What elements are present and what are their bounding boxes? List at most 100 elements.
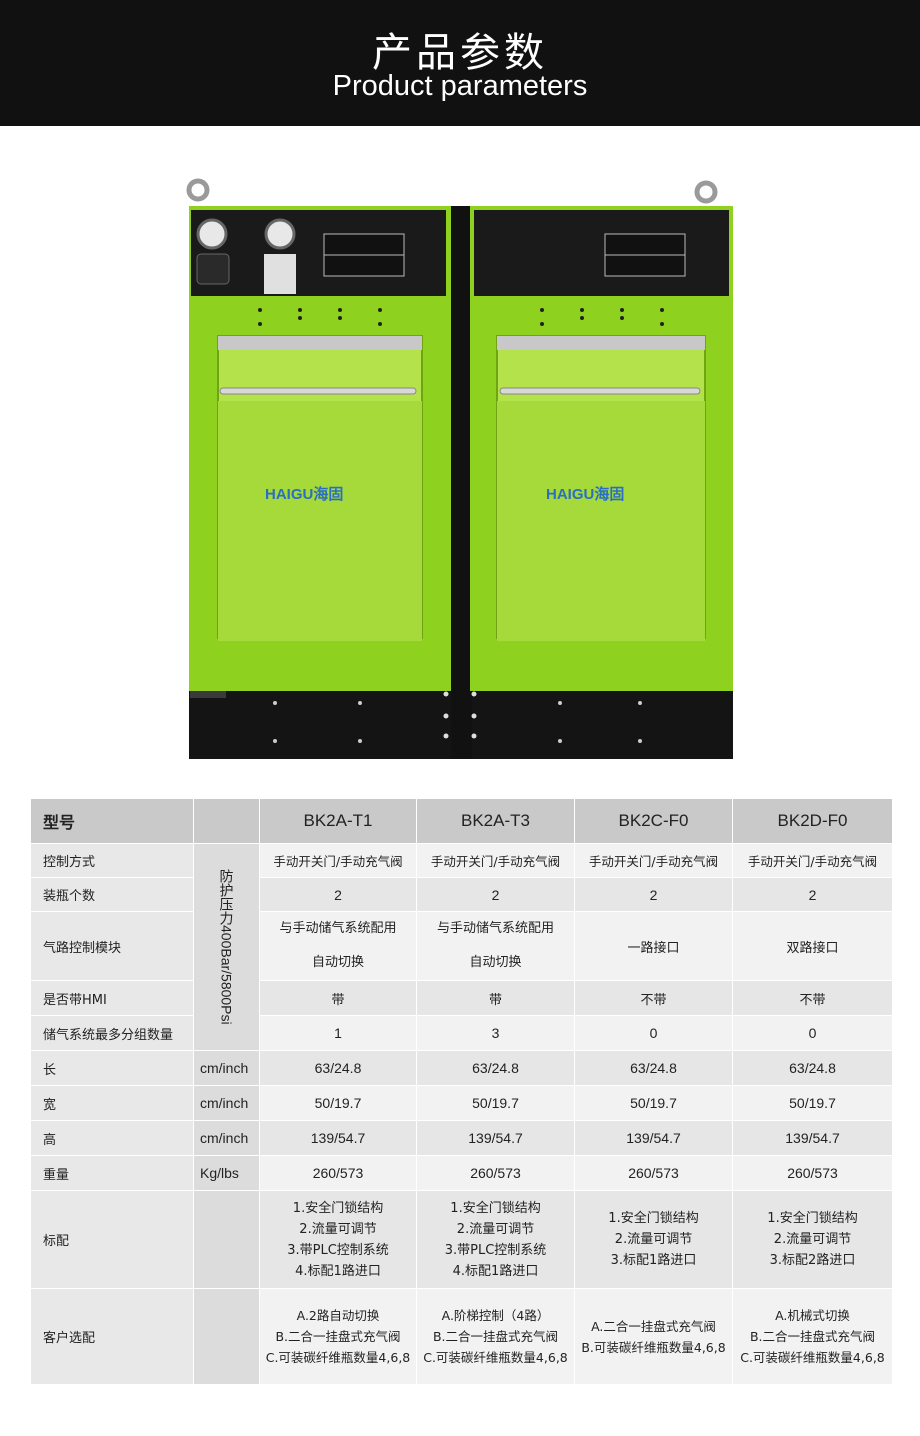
line: 3.标配2路进口 bbox=[769, 1253, 856, 1268]
cell: 1.安全门锁结构 2.流量可调节 3.带PLC控制系统 4.标配1路进口 bbox=[416, 1190, 575, 1289]
cell: 带 bbox=[259, 980, 417, 1016]
line: 3.标配1路进口 bbox=[610, 1253, 697, 1268]
unit: Kg/lbs bbox=[193, 1155, 260, 1191]
table-row: 是否带HMI 带 带 不带 不带 bbox=[30, 980, 893, 1016]
product-image: HAIGU海固 HAIGU海固 bbox=[0, 126, 920, 786]
lifting-ring-right bbox=[694, 180, 718, 204]
cell: A.2路自动切换 B.二合一挂盘式充气阀 C.可装碳纤维瓶数量4,6,8 bbox=[259, 1288, 417, 1385]
line: 2.流量可调节 bbox=[773, 1232, 852, 1247]
cell: 与手动储气系统配用自动切换 bbox=[416, 911, 575, 981]
cell: 2 bbox=[732, 877, 893, 912]
line: A.2路自动切换 bbox=[296, 1308, 380, 1323]
line: 2.流量可调节 bbox=[299, 1221, 377, 1237]
model-3: BK2C-F0 bbox=[574, 798, 733, 844]
cell: 139/54.7 bbox=[574, 1120, 733, 1156]
cell: 1.安全门锁结构 2.流量可调节 3.标配1路进口 bbox=[574, 1190, 733, 1289]
cell: 63/24.8 bbox=[732, 1050, 893, 1086]
cell: A.二合一挂盘式充气阀 B.可装碳纤维瓶数量4,6,8 bbox=[574, 1288, 733, 1385]
model-1: BK2A-T1 bbox=[259, 798, 417, 844]
table-row: 高 cm/inch 139/54.7 139/54.7 139/54.7 139… bbox=[30, 1120, 893, 1156]
line: 1.安全门锁结构 bbox=[292, 1200, 384, 1216]
line: C.可装碳纤维瓶数量4,6,8 bbox=[265, 1350, 411, 1365]
line: 1.安全门锁结构 bbox=[450, 1200, 541, 1216]
line: 4.标配1路进口 bbox=[452, 1263, 539, 1279]
cell: 一路接口 bbox=[574, 911, 733, 981]
line: B.二合一挂盘式充气阀 bbox=[275, 1329, 401, 1344]
cell: 139/54.7 bbox=[732, 1120, 893, 1156]
model-label: 型号 bbox=[30, 798, 194, 844]
row-label-hmi: 是否带HMI bbox=[30, 980, 194, 1016]
table-row: 控制方式 防护压力400Bar/5800Psi 手动开关门/手动充气阀 手动开关… bbox=[30, 843, 893, 1051]
table-row: 标配 1.安全门锁结构 2.流量可调节 3.带PLC控制系统 4.标配1路进口 … bbox=[30, 1190, 893, 1289]
cell: 2 bbox=[416, 877, 575, 912]
cell: 双路接口 bbox=[732, 911, 893, 981]
table-header-row: 型号 BK2A-T1 BK2A-T3 BK2C-F0 BK2D-F0 bbox=[30, 798, 893, 844]
line: B.可装碳纤维瓶数量4,6,8 bbox=[581, 1339, 726, 1355]
line: 1.安全门锁结构 bbox=[608, 1211, 699, 1226]
cell: 63/24.8 bbox=[574, 1050, 733, 1086]
cell: 2 bbox=[574, 877, 733, 912]
row-label-width: 宽 bbox=[30, 1085, 194, 1121]
cell: 不带 bbox=[732, 980, 893, 1016]
cell: 260/573 bbox=[416, 1155, 575, 1191]
cell: 1.安全门锁结构 2.流量可调节 3.标配2路进口 bbox=[732, 1190, 893, 1289]
cell: 260/573 bbox=[259, 1155, 417, 1191]
cell: 50/19.7 bbox=[574, 1085, 733, 1121]
line: 自动切换 bbox=[469, 955, 522, 970]
cell: 139/54.7 bbox=[416, 1120, 575, 1156]
cell: 手动开关门/手动充气阀 bbox=[416, 843, 575, 878]
table-row: 宽 cm/inch 50/19.7 50/19.7 50/19.7 50/19.… bbox=[30, 1085, 893, 1121]
cell: 260/573 bbox=[574, 1155, 733, 1191]
line: 与手动储气系统配用 bbox=[279, 921, 397, 936]
cell: 不带 bbox=[574, 980, 733, 1016]
header-blank bbox=[193, 798, 260, 844]
line: A.机械式切换 bbox=[775, 1308, 850, 1323]
pressure-note-cell: 防护压力400Bar/5800Psi bbox=[193, 843, 260, 1051]
row-label-height: 高 bbox=[30, 1120, 194, 1156]
cell: 260/573 bbox=[732, 1155, 893, 1191]
cell: 63/24.8 bbox=[416, 1050, 575, 1086]
brand-logo-right: HAIGU海固 bbox=[546, 485, 624, 503]
cell: A.阶梯控制（4路） B.二合一挂盘式充气阀 C.可装碳纤维瓶数量4,6,8 bbox=[416, 1288, 575, 1385]
title-en: Product parameters bbox=[332, 70, 588, 102]
line: 与手动储气系统配用 bbox=[436, 921, 554, 936]
line: B.二合一挂盘式充气阀 bbox=[749, 1329, 876, 1344]
line: 2.流量可调节 bbox=[614, 1232, 693, 1247]
row-label-standard: 标配 bbox=[30, 1190, 194, 1289]
row-label-groups: 储气系统最多分组数量 bbox=[30, 1015, 194, 1051]
line: 4.标配1路进口 bbox=[295, 1263, 381, 1279]
brand-logo-left: HAIGU海固 bbox=[265, 485, 343, 503]
unit: cm/inch bbox=[193, 1085, 260, 1121]
model-2: BK2A-T3 bbox=[416, 798, 575, 844]
unit: cm/inch bbox=[193, 1120, 260, 1156]
cell: 50/19.7 bbox=[732, 1085, 893, 1121]
cell: 手动开关门/手动充气阀 bbox=[259, 843, 417, 878]
unit-blank bbox=[193, 1190, 260, 1289]
line: A.二合一挂盘式充气阀 bbox=[591, 1318, 716, 1334]
cabinet-left: HAIGU海固 bbox=[189, 206, 453, 691]
header-banner: 产品参数 Product parameters bbox=[0, 0, 920, 126]
cell: 2 bbox=[259, 877, 417, 912]
cabinet-right: HAIGU海固 bbox=[470, 206, 733, 691]
line: 1.安全门锁结构 bbox=[767, 1211, 858, 1226]
table-row: 长 cm/inch 63/24.8 63/24.8 63/24.8 63/24.… bbox=[30, 1050, 893, 1086]
row-label-bottles: 装瓶个数 bbox=[30, 877, 194, 912]
unit: cm/inch bbox=[193, 1050, 260, 1086]
table-row: 气路控制模块 与手动储气系统配用自动切换 与手动储气系统配用自动切换 一路接口 … bbox=[30, 911, 893, 981]
line: 自动切换 bbox=[311, 955, 364, 970]
cell: 手动开关门/手动充气阀 bbox=[574, 843, 733, 878]
line: C.可装碳纤维瓶数量4,6,8 bbox=[423, 1350, 568, 1365]
cell: 139/54.7 bbox=[259, 1120, 417, 1156]
row-label-weight: 重量 bbox=[30, 1155, 194, 1191]
cell: 手动开关门/手动充气阀 bbox=[732, 843, 893, 878]
line: A.阶梯控制（4路） bbox=[441, 1308, 550, 1323]
table-row: 重量 Kg/lbs 260/573 260/573 260/573 260/57… bbox=[30, 1155, 893, 1191]
cell: A.机械式切换 B.二合一挂盘式充气阀 C.可装碳纤维瓶数量4,6,8 bbox=[732, 1288, 893, 1385]
cell: 50/19.7 bbox=[259, 1085, 417, 1121]
row-label-control: 控制方式 bbox=[30, 843, 194, 878]
cell: 0 bbox=[732, 1015, 893, 1051]
row-label-options: 客户选配 bbox=[30, 1288, 194, 1385]
line: 3.带PLC控制系统 bbox=[287, 1242, 389, 1258]
lifting-ring-left bbox=[186, 178, 210, 202]
cell: 3 bbox=[416, 1015, 575, 1051]
